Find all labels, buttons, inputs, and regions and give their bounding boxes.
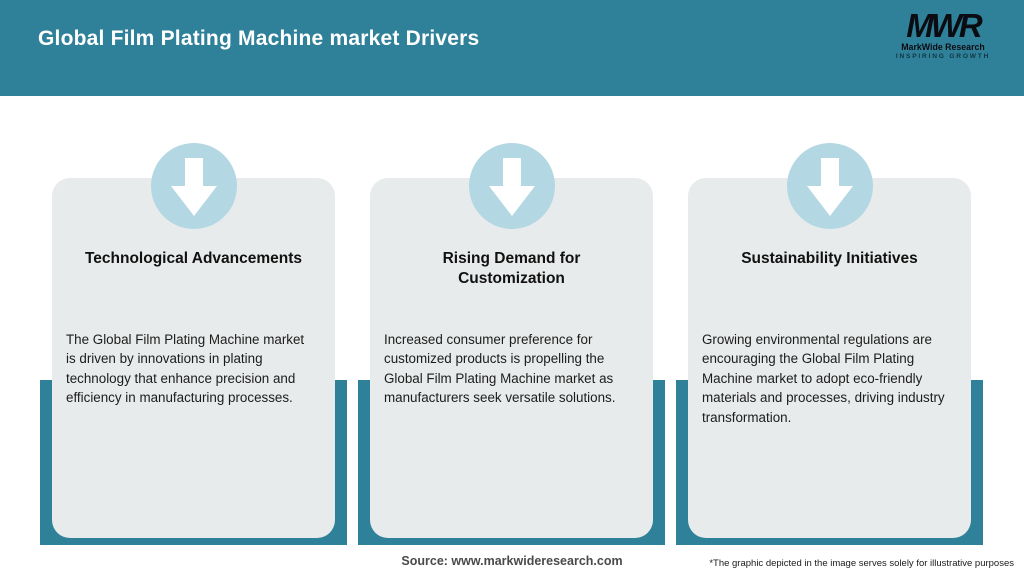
driver-card-sustainability: Sustainability Initiatives Growing envir…: [676, 143, 983, 545]
card-panel: Technological Advancements The Global Fi…: [52, 178, 335, 538]
driver-card-technological-advancements: Technological Advancements The Global Fi…: [40, 143, 347, 545]
driver-title: Rising Demand for Customization: [442, 250, 581, 288]
source-text: Source: www.markwideresearch.com: [401, 554, 623, 568]
driver-title: Technological Advancements: [84, 250, 303, 267]
down-arrow-icon: [170, 158, 217, 216]
down-arrow-badge: [150, 143, 237, 229]
driver-description: The Global Film Plating Machine market i…: [66, 332, 305, 406]
drivers-row: Technological Advancements The Global Fi…: [40, 143, 983, 545]
header-banner: Global Film Plating Machine market Drive…: [0, 0, 1024, 96]
card-panel: Sustainability Initiatives Growing envir…: [688, 178, 971, 538]
down-arrow-badge: [468, 143, 555, 229]
logo-name: MarkWide Research: [901, 42, 985, 53]
markwide-logo: MWR MarkWide Research INSPIRING GROWTH: [888, 6, 998, 61]
down-arrow-badge: [786, 143, 873, 229]
logo-acronym: MWR: [906, 6, 982, 45]
driver-description: Increased consumer preference for custom…: [384, 332, 616, 406]
driver-card-rising-demand: Rising Demand for Customization Increase…: [358, 143, 665, 545]
page-title: Global Film Plating Machine market Drive…: [38, 27, 480, 50]
logo-tagline: INSPIRING GROWTH: [895, 53, 991, 61]
disclaimer-text: *The graphic depicted in the image serve…: [709, 558, 1014, 569]
down-arrow-icon: [488, 158, 535, 216]
driver-description: Growing environmental regulations are en…: [702, 332, 945, 425]
driver-title: Sustainability Initiatives: [741, 250, 918, 267]
down-arrow-icon: [806, 158, 853, 216]
card-panel: Rising Demand for Customization Increase…: [370, 178, 653, 538]
